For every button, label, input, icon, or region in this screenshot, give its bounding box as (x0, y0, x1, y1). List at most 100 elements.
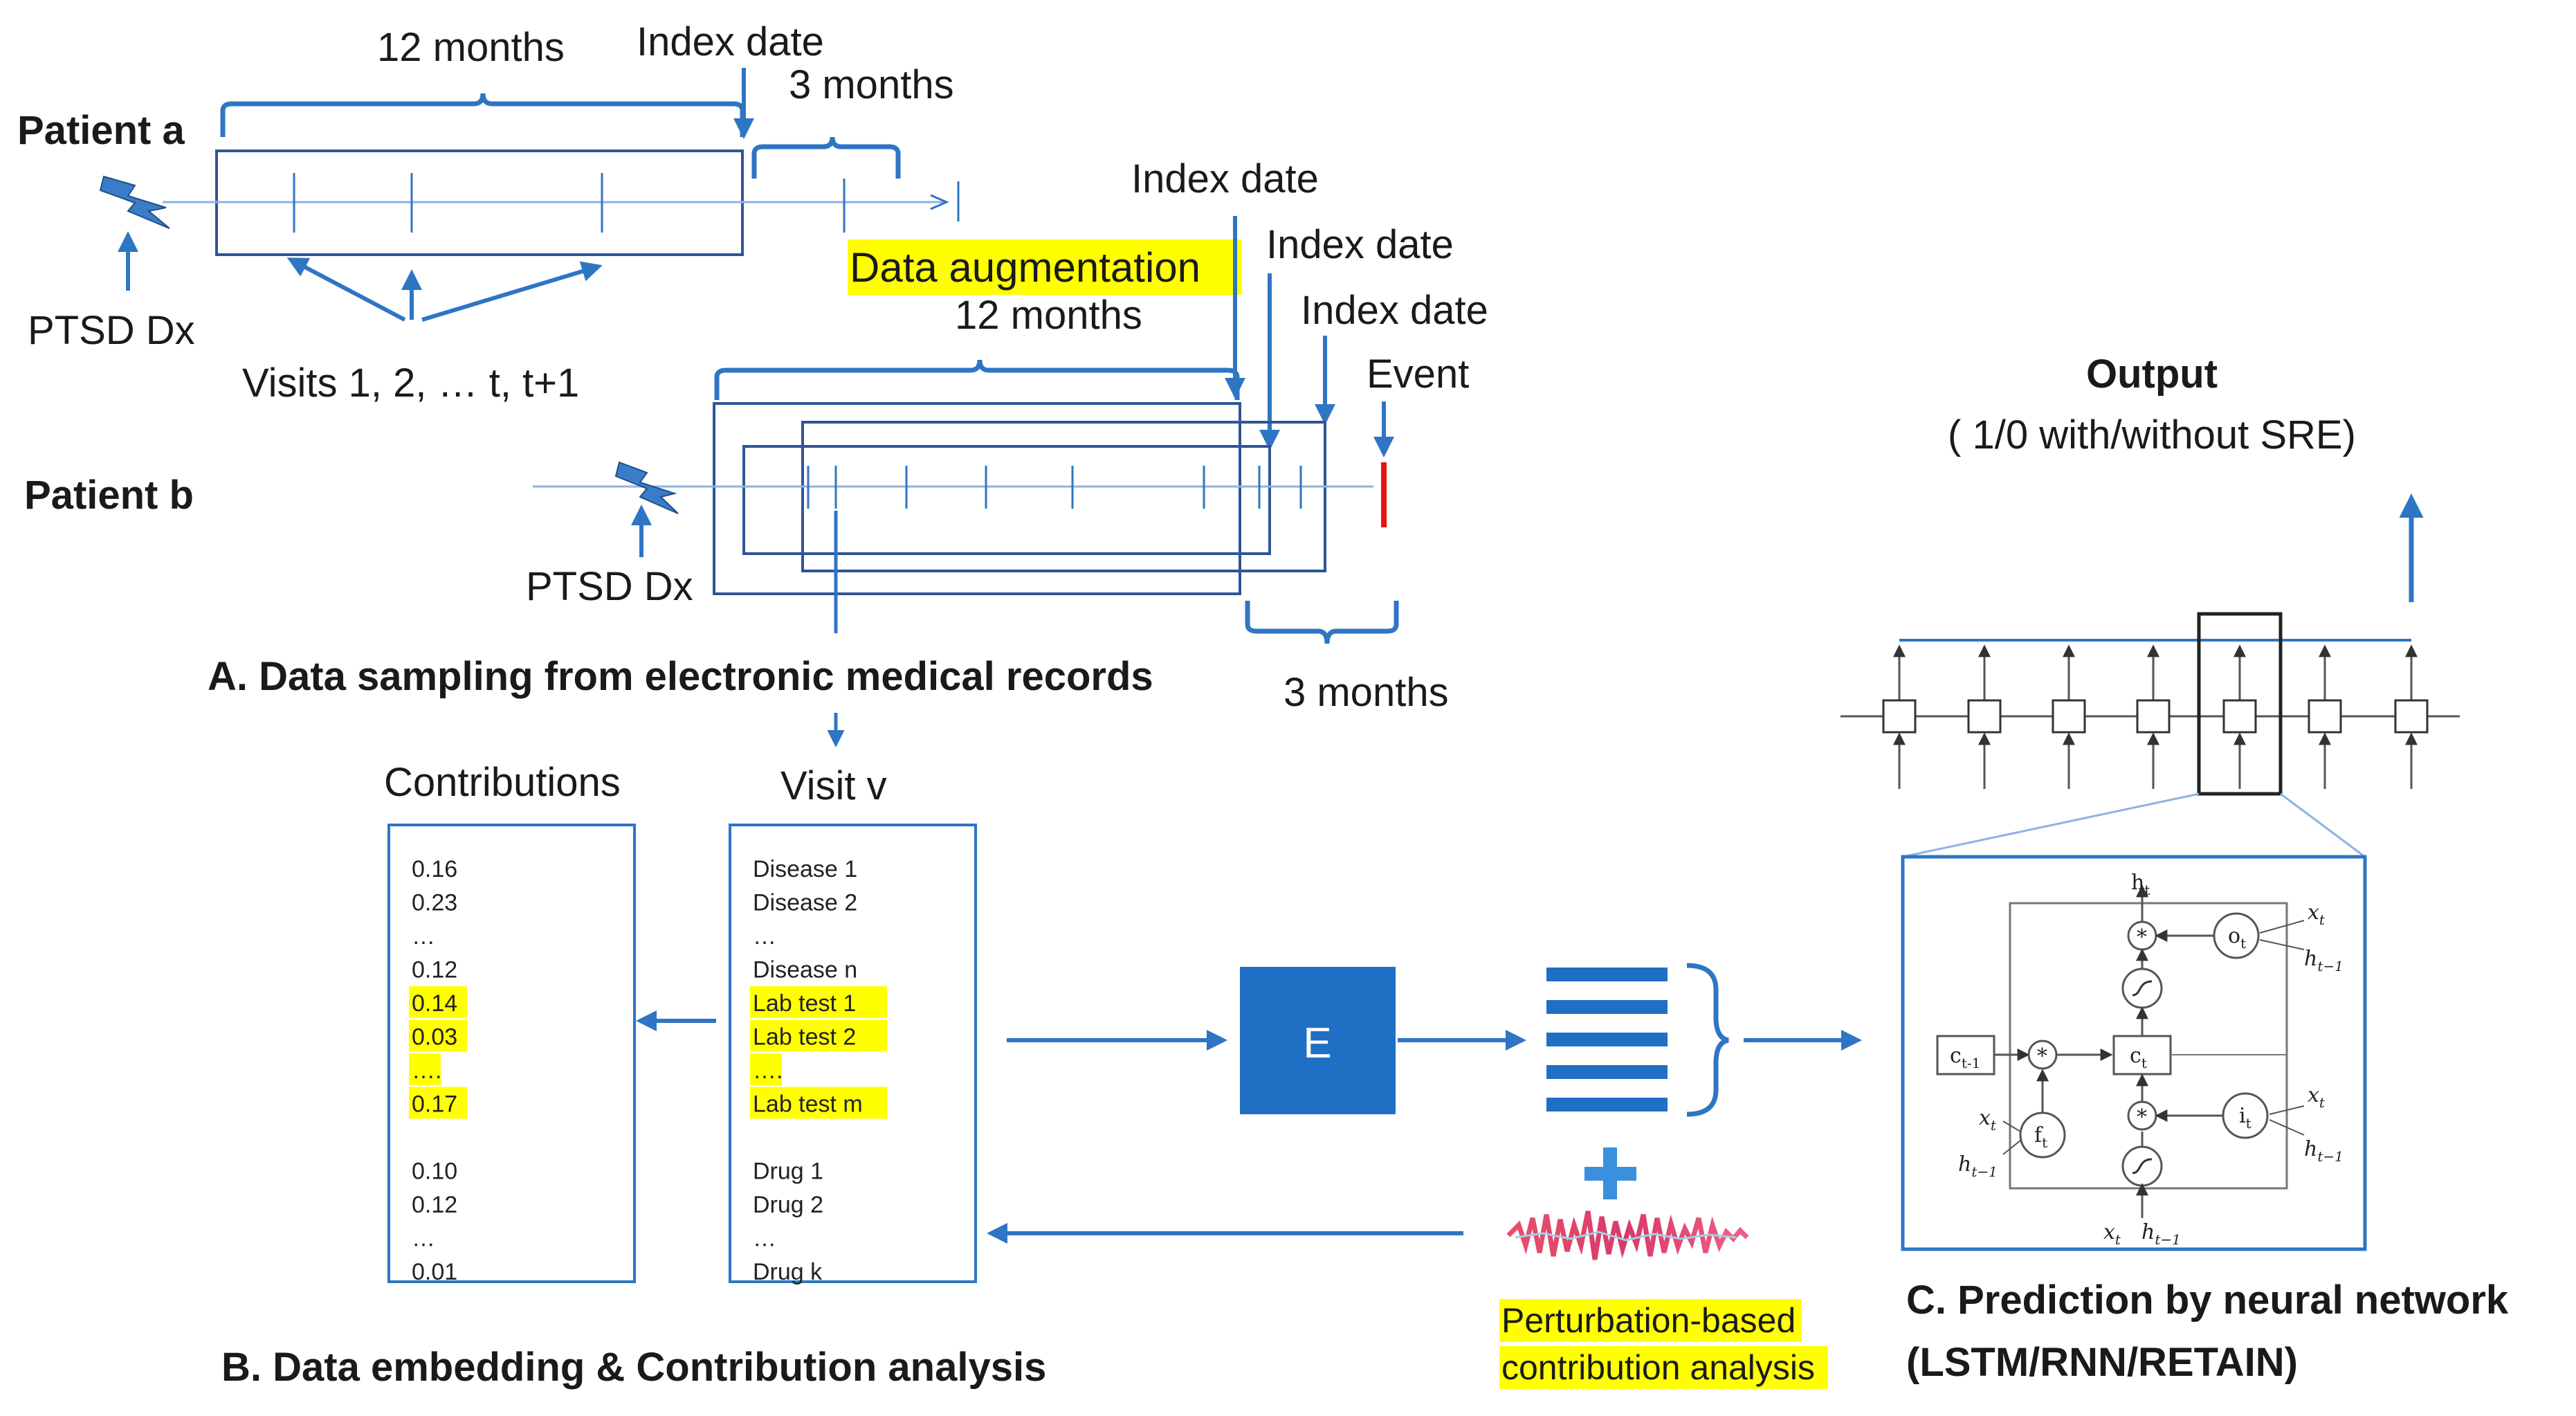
patient-a-3-months-label: 3 months (789, 62, 954, 107)
augmented-window-3 (742, 445, 1271, 555)
augmented-window-2 (801, 421, 1326, 572)
lstm-cell: ct-1 * ct ft xt ht−1 * xt (1936, 871, 2344, 1248)
svg-text:ft: ft (2034, 1123, 2047, 1151)
patient-a-12-month-bracket (220, 93, 745, 137)
augmented-window-1 (713, 402, 1241, 595)
svg-text:xt: xt (1979, 1106, 1997, 1134)
rnn-cell (2052, 699, 2086, 734)
svg-text:xt: xt (2308, 900, 2326, 928)
visit-item: Drug 1 (753, 1159, 823, 1185)
visit-item: Disease 1 (753, 856, 857, 882)
svg-text:ht−1: ht−1 (1958, 1152, 1998, 1180)
section-c-caption-2: (LSTM/RNN/RETAIN) (1906, 1340, 2298, 1385)
contribution-item: … (412, 1226, 435, 1252)
visit-item: Lab test 1 (753, 990, 856, 1017)
visit-item: Disease 2 (753, 890, 857, 916)
contribution-highlight (409, 1053, 441, 1085)
event-label: Event (1367, 352, 1469, 397)
contribution-item: 0.16 (412, 856, 457, 882)
noise-wave-icon (1506, 1210, 1749, 1260)
visit-item: Drug 2 (753, 1192, 823, 1218)
visit-highlight (750, 986, 887, 1018)
rnn-cell (1882, 699, 1917, 734)
svg-text:ht−1: ht−1 (2304, 947, 2344, 974)
contribution-item: 0.12 (412, 957, 457, 983)
contributions-list: 0.160.23…0.120.140.03….0.170.100.12…0.01 (409, 856, 467, 1285)
svg-text:ht−1: ht−1 (2304, 1137, 2344, 1165)
contribution-highlight (409, 986, 467, 1018)
patient-b-12-month-bracket (714, 359, 1240, 400)
visit-item: … (753, 1226, 776, 1252)
input-sigmoid-node (2121, 1145, 2163, 1187)
perturbation-label-1: Perturbation-based (1501, 1301, 1796, 1340)
patient-a-12-months-label: 12 months (377, 25, 565, 70)
visit-title: Visit v (780, 763, 887, 808)
contribution-item: 0.03 (412, 1024, 457, 1051)
contribution-item: 0.14 (412, 990, 457, 1017)
visit-items-list: Disease 1 Disease 2 … Disease n Lab test 1 La… (750, 856, 887, 1285)
output-title: Output (2086, 352, 2218, 397)
visit-item: Lab test m (753, 1091, 863, 1118)
encoder-box (1240, 967, 1396, 1114)
perturbation-highlight-1 (1499, 1299, 1802, 1342)
patient-a-index-date-label: Index date (637, 19, 824, 64)
svg-text:it: it (2239, 1104, 2251, 1132)
svg-text:xt: xt (2103, 1220, 2121, 1248)
section-c: Output ( 1/0 with/without SRE) ct-1 * (1840, 352, 2509, 1385)
prev-cell-state-box (1936, 1035, 1995, 1075)
visit-item: … (753, 923, 776, 950)
patient-a-ptsd-label: PTSD Dx (28, 308, 195, 353)
svg-text:ot: ot (2228, 924, 2246, 952)
visit-item: Lab test 2 (753, 1024, 856, 1051)
visit-arrow (286, 257, 406, 322)
contribution-item: 0.01 (412, 1259, 457, 1285)
svg-text:ht−1: ht−1 (2141, 1220, 2181, 1248)
index-date-label-3: Index date (1301, 288, 1488, 333)
patient-a-timeline: Patient a 12 months Index date 3 months … (17, 19, 960, 406)
contribution-item: … (412, 923, 435, 950)
contribution-highlight (409, 1087, 467, 1119)
rnn-chain (1840, 612, 2460, 796)
encoder-label: E (1303, 1019, 1331, 1067)
svg-text:*: * (2137, 1105, 2147, 1129)
embedding-brace (1686, 963, 1729, 1117)
embedding-vector-icon (1546, 968, 1668, 1111)
rnn-cell (2308, 699, 2342, 734)
prev-cell-state-label: ct-1 (1950, 1044, 1980, 1071)
visit-highlight (750, 1019, 887, 1052)
perturbation-label-2: contribution analysis (1501, 1348, 1815, 1387)
section-c-caption-1: C. Prediction by neural network (1906, 1278, 2509, 1323)
plus-icon (1584, 1147, 1636, 1199)
contributions-title: Contributions (384, 760, 621, 805)
output-tanh-node (2121, 968, 2163, 1009)
visit-item: …. (753, 1058, 783, 1084)
zoom-line-right (2280, 792, 2366, 858)
rnn-cell (1967, 699, 2002, 734)
patient-b-3-months-label: 3 months (1284, 670, 1449, 715)
lightning-icon (99, 175, 170, 229)
svg-text:*: * (2037, 1044, 2047, 1069)
visit-item: Disease n (753, 957, 857, 983)
lightning-icon (614, 461, 679, 514)
patient-b-12-months-label: 12 months (955, 293, 1142, 338)
patient-a-3-month-bracket (751, 136, 901, 179)
index-date-label-2: Index date (1266, 222, 1454, 267)
patient-b-ptsd-label: PTSD Dx (526, 564, 693, 609)
rnn-highlight-cell (2197, 612, 2283, 796)
contribution-highlight (409, 1019, 467, 1052)
output-subtitle: ( 1/0 with/without SRE) (1948, 412, 2356, 457)
rnn-cell (2222, 699, 2257, 734)
cell-state-label: ct (2130, 1044, 2147, 1071)
index-date-label-1: Index date (1131, 156, 1319, 201)
visit-item: Drug k (753, 1259, 823, 1285)
section-b: Contributions Visit v 0.16 0.23 … 0.12 0.14 0… (221, 760, 1862, 1390)
contribution-item: …. (412, 1058, 441, 1084)
visit-arrow (421, 261, 603, 322)
visit-highlight (750, 1053, 782, 1085)
zoom-line-left (1902, 792, 2200, 858)
contribution-item: 0.17 (412, 1091, 457, 1118)
svg-text:*: * (2137, 925, 2147, 950)
contribution-item: 0.12 (412, 1192, 457, 1218)
contribution-item: 0.23 (412, 890, 457, 916)
